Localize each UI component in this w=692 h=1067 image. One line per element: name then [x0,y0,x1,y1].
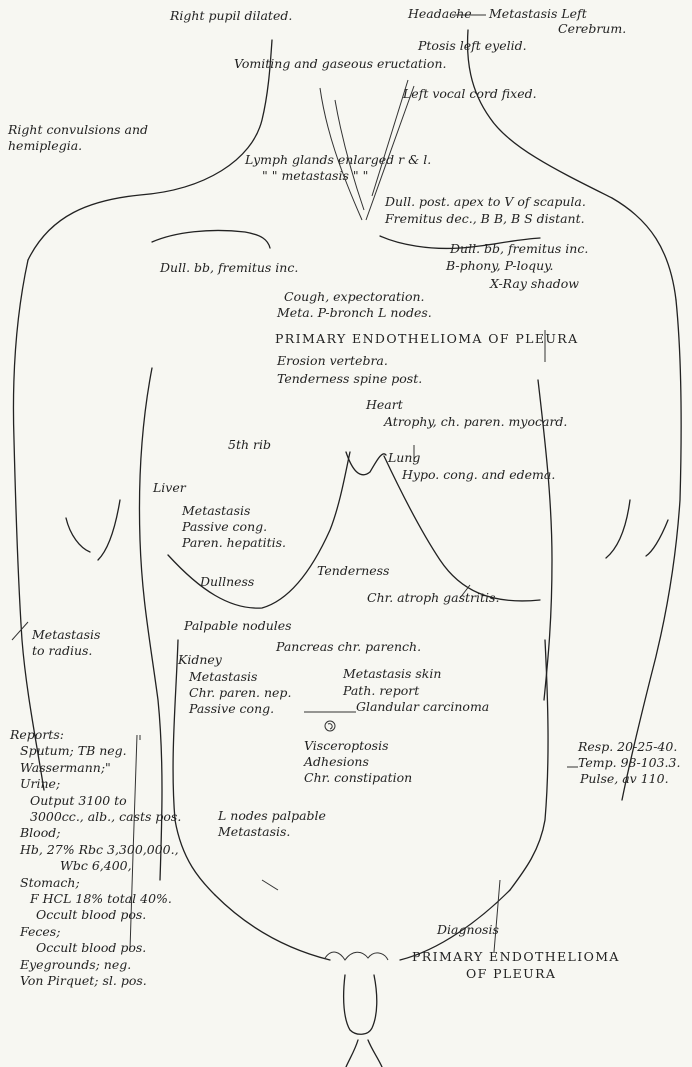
pancreas-label: Pancreas chr. parench. [276,641,421,654]
pulse-label: Pulse, av 110. [580,773,669,786]
left-flank [510,640,548,890]
erosion-label: Erosion vertebra. [277,355,388,368]
resp-label: Resp. 20-25-40. [578,741,677,754]
metastasis-lnodes-label: Metastasis. [218,826,290,839]
metastasis-radius-label-2: to radius. [32,645,92,658]
primary-bottom-label-2: OF PLEURA [466,968,556,981]
hypo-cong-label: Hypo. cong. and edema. [402,469,555,482]
lung-label: Lung [388,452,420,465]
right-convulsions-label: Right convulsions and [8,124,148,137]
right-pupil-label: Right pupil dilated. [170,10,292,23]
chr-paren-nep-label: Chr. paren. nep. [189,687,291,700]
dull-post-label: Dull. post. apex to V of scapula. [385,196,586,209]
primary-bottom-pointer [494,880,500,952]
temp-label: Temp. 98-103.3. [578,757,680,770]
metastasis-radius-label-1: Metastasis [32,629,100,642]
report-line: Output 3100 to [30,795,127,808]
report-line: F HCL 18% total 40%. [30,893,172,906]
tenderness-spine-label: Tenderness spine post. [277,373,422,386]
report-line: Urine; [20,778,60,791]
l-nodes-palpable-label: L nodes palpable [218,810,326,823]
heart-label: Heart [366,399,403,412]
report-line: Von Pirquet; sl. pos. [20,975,147,988]
headache-label: Headache [408,8,472,21]
left-forearm [646,520,668,556]
left-arm-elbow [606,500,630,558]
right-groin [215,895,330,960]
right-arm-outer [13,260,44,790]
report-line: Wassermann;" [20,762,111,775]
report-line: 3000cc., alb., casts pos. [30,811,181,824]
dullness-label: Dullness [200,576,254,589]
cerebrum-label: Cerebrum. [558,23,626,36]
liver-label: Liver [153,482,186,495]
tenderness-label: Tenderness [317,565,389,578]
visceroptosis-label: Visceroptosis [304,740,389,753]
vomiting-label: Vomiting and gaseous eructation. [234,58,446,71]
ptosis-label: Ptosis left eyelid. [418,40,527,53]
kidney-label: Kidney [178,654,222,667]
primary-bottom-label-1: PRIMARY ENDOTHELIOMA [412,951,620,964]
navel-inner [328,724,332,729]
right-forearm [98,500,120,560]
xray-label: X-Ray shadow [490,278,579,291]
metastasis-kidney-label: Metastasis [189,671,257,684]
report-line: Occult blood pos. [36,909,146,922]
glandular-label: Glandular carcinoma [356,701,489,714]
cough-label: Cough, expectoration. [284,291,425,304]
right-leg-inner [346,1040,358,1067]
meta-bronch-label: Meta. P-bronch L nodes. [277,307,432,320]
right-arm-elbow [66,518,90,552]
report-line: Blood; [20,827,60,840]
right-arm-inner [140,368,163,880]
report-line: Eyegrounds; neg. [20,959,131,972]
dull-bb-left-label: Dull. bb, fremitus inc. [450,243,588,256]
chr-constipation-label: Chr. constipation [304,772,412,785]
palpable-nodules-label: Palpable nodules [184,620,292,633]
hemiplegia-label: hemiplegia. [8,140,82,153]
sternum-notch [346,452,386,475]
passive-cong-kidney-label: Passive cong. [189,703,274,716]
metastasis-left-label: Metastasis Left [489,8,587,21]
metastasis-radius-pointer [12,622,28,640]
report-line: Wbc 6,400, [60,860,132,873]
path-report-label: Path. report [343,685,419,698]
passive-cong-label: Passive cong. [182,521,267,534]
report-line: Stomach; [20,877,80,890]
adhesions-label: Adhesions [304,756,369,769]
primary-top-label: PRIMARY ENDOTHELIOMA OF PLEURA [275,333,579,346]
right-clavicle [152,230,270,248]
chr-atroph-label: Chr. atroph gastritis. [367,592,499,605]
report-line: Occult blood pos. [36,942,146,955]
fremitus-dec-label: Fremitus dec., B B, B S distant. [385,213,585,226]
fifth-rib-label: 5th rib [228,439,271,452]
bphony-label: B-phony, P-loquy. [446,260,554,273]
report-line: Feces; [20,926,60,939]
paren-hepatitis-label: Paren. hepatitis. [182,537,286,550]
left-leg-inner [368,1040,382,1067]
atrophy-label: Atrophy, ch. paren. myocard. [384,416,567,429]
genitals [344,975,377,1034]
right-inguinal [262,880,278,890]
metastasis-liver-label: Metastasis [182,505,250,518]
diagnosis-label: Diagnosis [437,924,499,937]
lymph-glands-label: Lymph glands enlarged r & l. [245,154,431,167]
dull-bb-right-label: Dull. bb, fremitus inc. [160,262,298,275]
metastasis-skin-label: Metastasis skin [343,668,441,681]
reports-title: Reports: [10,729,64,742]
pubic-area [325,952,388,960]
navel-mark [325,721,335,731]
report-line: Hb, 27% Rbc 3,300,000., [20,844,179,857]
vocal-cord-label: Left vocal cord fixed. [403,88,537,101]
report-line: Sputum; TB neg. [20,745,127,758]
ditto-metastasis-label: " " metastasis " " [262,170,368,183]
